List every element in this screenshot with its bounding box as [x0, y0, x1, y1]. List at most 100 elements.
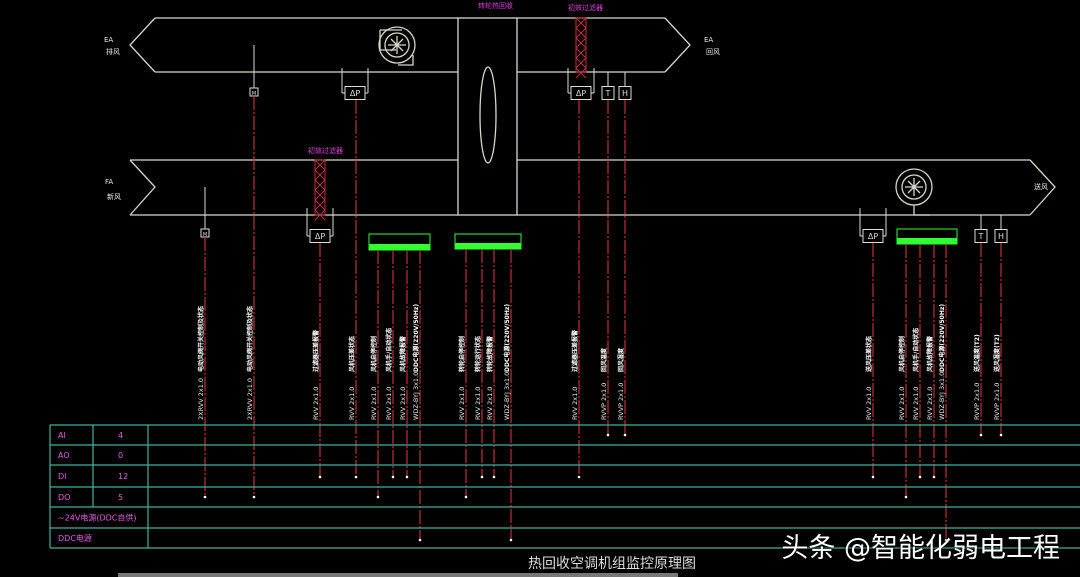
pressure-tube: [567, 68, 595, 94]
wire-cable-label: RVV 2x1.0: [458, 387, 466, 420]
dp-sensor-label: ΔP: [868, 232, 878, 241]
watermark: 头条 @智能化弱电工程: [781, 533, 1060, 564]
wire-function-label: DDC电源(220V/50Hz): [938, 304, 946, 372]
wire-terminal: [418, 538, 422, 542]
wire-function-label: 电动风阀开关控制及状态: [197, 306, 205, 372]
wire-function-label: 风机启停控制: [898, 336, 906, 372]
pressure-tube: [859, 208, 887, 237]
wire-function-label: 送风压差状态: [865, 336, 873, 373]
wire-cable-label: RVV 2x1.0: [370, 387, 378, 420]
fa-code: FA: [105, 178, 113, 186]
table-value: 4: [118, 431, 123, 440]
wire-terminal: [492, 475, 496, 479]
table-label: AI: [58, 431, 66, 440]
heat-recovery-wheel: [457, 17, 518, 216]
wire-cable-label: RVV 2x1.0: [312, 387, 320, 420]
wire-function-label: 转轮运行状态: [474, 336, 482, 372]
filter-bottom-label: 初效过滤器: [308, 146, 343, 155]
wire-function-label: 风机故障报警: [399, 336, 407, 372]
filter-hatch: [314, 199, 326, 211]
wire-terminal: [464, 495, 468, 499]
wire-terminal: [405, 475, 409, 479]
wire-cable-label: WDZ-BYJ 3x1.0: [938, 372, 946, 420]
horizontal-scrollbar[interactable]: [118, 573, 678, 577]
wire-terminal: [391, 475, 395, 479]
pressure-tube: [341, 68, 369, 94]
table-label: AO: [58, 451, 70, 460]
filters: [314, 17, 587, 221]
wire-cable-label: RVV 2x1.0: [348, 387, 356, 420]
exhaust-duct: [129, 17, 691, 73]
wire-terminal: [904, 495, 908, 499]
filter-hatch: [314, 209, 326, 221]
damper-sensor-label: M: [252, 91, 256, 97]
wire-cable-label: RVV 2x1.0: [912, 387, 920, 420]
wire-terminal: [376, 495, 380, 499]
filter-hatch: [314, 179, 326, 191]
wire-function-label: 转轮故障报警: [486, 336, 494, 372]
damper-sensor-label: M: [203, 232, 207, 238]
hum-sensor-label: H: [998, 232, 1004, 241]
wire-terminal: [999, 433, 1003, 437]
wire-function-label: 过滤器压差报警: [312, 330, 320, 372]
table-value: 0: [118, 451, 123, 460]
wire-function-label: 风机启停控制: [370, 336, 378, 372]
wire-cable-label: RVVP 2x1.0: [600, 383, 608, 420]
dp-sensor-label: ΔP: [350, 89, 360, 98]
dp-sensor-label: ΔP: [576, 89, 586, 98]
filter-hatch: [575, 27, 587, 39]
wire-terminal: [979, 433, 983, 437]
table-value: 12: [118, 472, 128, 481]
diagram-title: 热回收空调机组监控原理图: [528, 556, 696, 572]
wire-function-label: 电动风阀开关控制及状态: [246, 306, 254, 372]
table-label: ~24V电源(DDC自供): [58, 513, 137, 523]
wire-cable-label: RVV 2x1.0: [898, 387, 906, 420]
ea-right-name: 回风: [706, 48, 720, 56]
wire-terminal: [354, 475, 358, 479]
wire-terminal: [252, 495, 256, 499]
wire-function-label: 风机手/自动状态: [912, 328, 920, 372]
controller-module-bar: [897, 238, 957, 244]
table-label: DI: [58, 472, 67, 481]
ea-name: 排风: [106, 47, 120, 56]
wire-cable-label: WDZ-BYJ 3x1.0: [412, 372, 420, 420]
fa-name: 新风: [107, 192, 121, 201]
wire-function-label: 送风温度(T2): [973, 334, 981, 373]
wire-cable-label: 2XRVV 2x1.0: [246, 378, 254, 420]
temp-sensor-label: T: [978, 232, 984, 241]
filter-hatch: [575, 17, 587, 29]
supply-duct: [129, 159, 1056, 216]
wire-terminal: [318, 475, 322, 479]
filter-hatch: [575, 37, 587, 49]
wire-function-label: 风机压差状态: [348, 336, 356, 372]
wire-function-label: 回风湿度: [617, 347, 625, 372]
ea-code: EA: [104, 36, 113, 44]
wire-cable-label: RVV 2x1.0: [399, 387, 407, 420]
wire-terminal: [480, 475, 484, 479]
ea-right-code: EA: [704, 36, 713, 44]
dp-sensor-label: ΔP: [315, 232, 325, 241]
table-label: DDC电源: [58, 533, 92, 543]
filter-hatch: [575, 57, 587, 69]
wire-terminal: [918, 475, 922, 479]
filter-icon: [575, 17, 587, 73]
wire-function-label: 回风温度: [600, 347, 608, 372]
wire-cable-label: RVV 2x1.0: [486, 387, 494, 420]
wire-cable-label: WDZ-BYJ 3x1.0: [503, 372, 511, 420]
pressure-tube: [306, 208, 334, 237]
exhaust-fan-icon: [378, 26, 416, 66]
wire-cable-label: RVVP 2x1.0: [993, 383, 1001, 420]
wire-function-label: 送风湿度(T2): [993, 334, 1001, 373]
wire-terminal: [577, 475, 581, 479]
wire-cable-label: RVV 2x1.0: [865, 387, 873, 420]
wire-terminal: [623, 433, 627, 437]
wire-terminal: [944, 538, 948, 542]
wire-function-label: 风机故障报警: [926, 336, 934, 372]
wire-terminal: [203, 495, 207, 499]
controller-module-bar: [369, 244, 430, 250]
hrv-label: 转轮热回收: [478, 1, 513, 10]
hum-sensor-label: H: [622, 89, 628, 98]
